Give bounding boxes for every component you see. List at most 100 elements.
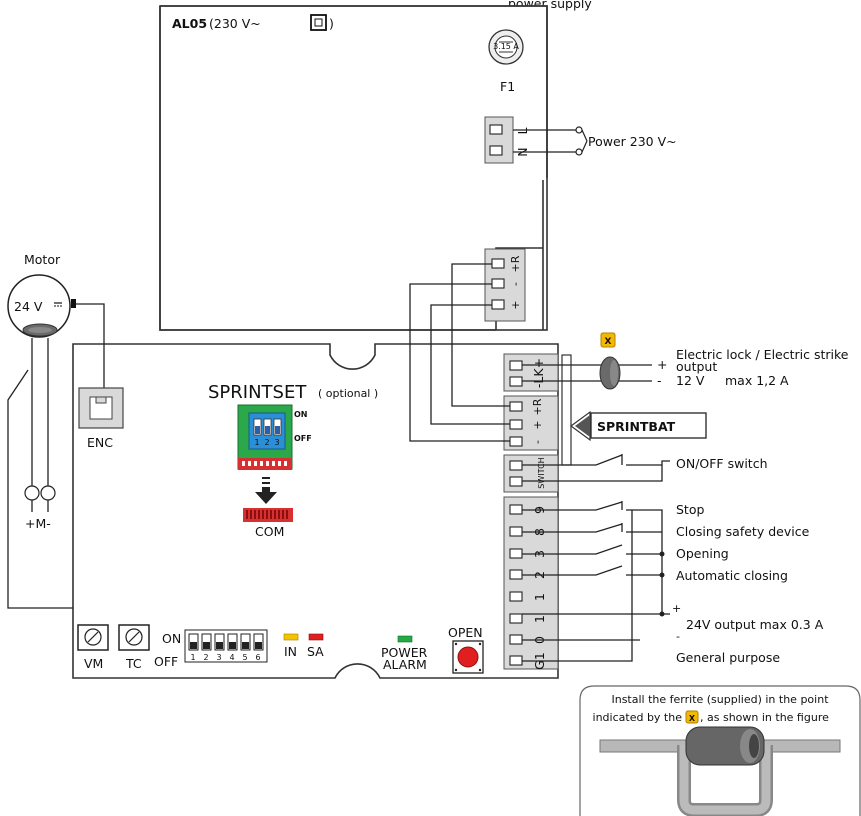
fuse-icon: 3.15 A (488, 29, 524, 65)
input-stop-label: Stop (676, 502, 704, 517)
com-label: COM (255, 524, 284, 539)
terminal-n[interactable] (489, 145, 503, 156)
al05-voltage-close: ) (329, 16, 334, 31)
lk-sq-2[interactable] (509, 376, 523, 387)
input-sq-3[interactable] (509, 548, 523, 559)
led-power-icon (397, 635, 413, 643)
onoff-wires (522, 454, 670, 482)
input-sq-9[interactable] (509, 504, 523, 515)
al05-title: AL05 (172, 16, 207, 31)
dip-num-3: 3 (216, 653, 221, 662)
motor-lead-plus (24, 485, 40, 501)
input-sq-0[interactable] (509, 634, 523, 645)
motor-leads-label: +M- (25, 516, 51, 531)
r-mid-label-3: - (531, 440, 544, 444)
lock-minus: - (657, 373, 662, 388)
input-sq-g1[interactable] (509, 655, 523, 666)
dip-num-6: 6 (255, 653, 260, 662)
sprintset-off: OFF (294, 434, 312, 443)
led-in-icon (283, 633, 299, 641)
open-button[interactable] (452, 640, 484, 674)
output-minus: - (676, 630, 680, 643)
sprintbat-label: SPRINTBAT (597, 419, 676, 434)
led-sa-label: SA (307, 644, 324, 659)
sprintbat-box (590, 412, 707, 439)
al05-board: AL05 (230 V~ ) 3.15 A F1 L N +R - + (159, 5, 548, 331)
input-sq-8[interactable] (509, 526, 523, 537)
r-mid-sq-3[interactable] (509, 436, 523, 447)
sprintbat-bar (561, 354, 572, 466)
fuse-label: F1 (500, 79, 515, 94)
switch-sq-2[interactable] (509, 476, 523, 487)
sprintset-dip-2: 2 (264, 438, 269, 447)
lock-label-1: Electric lock / Electric strike (676, 347, 849, 362)
output-label: 24V output max 0.3 A (686, 617, 824, 632)
terminal-l[interactable] (489, 124, 503, 135)
vm-trimmer-icon[interactable] (77, 624, 109, 651)
motor-voltage: 24 V (14, 299, 43, 314)
top-cut-text: power supply (508, 0, 592, 11)
input-safety-label: Closing safety device (676, 524, 810, 539)
dip-num-2: 2 (203, 653, 208, 662)
switch-label: ON/OFF switch (676, 456, 768, 471)
sprintbat-arrow-fill (575, 415, 590, 437)
r-top-sq-3[interactable] (491, 299, 505, 310)
input-sq-2[interactable] (509, 569, 523, 580)
fuse-rating: 3.15 A (493, 42, 519, 51)
r-mid-sq-1[interactable] (509, 401, 523, 412)
tc-trimmer-icon[interactable] (118, 624, 150, 651)
motor-lead-minus (40, 485, 56, 501)
com-connector-icon (243, 508, 293, 522)
r-top-sq-2[interactable] (491, 278, 505, 289)
input-label-1a: 1 (532, 593, 547, 601)
dip-off-label: OFF (154, 654, 178, 669)
lock-ferrite-marker-text: X (605, 337, 612, 347)
input-wires (522, 501, 670, 662)
lock-label-3-rest: max 1,2 A (725, 373, 789, 388)
switch-sq-1[interactable] (509, 460, 523, 471)
switch-terminal-label: SWITCH (537, 457, 546, 488)
sprintset-dip-1: 1 (254, 438, 259, 447)
lk-label: -LK+ (531, 358, 546, 388)
open-button-label: OPEN (448, 625, 483, 640)
lock-ferrite-marker (600, 332, 616, 348)
double-insulation-inner (314, 18, 323, 27)
sprintset-on: ON (294, 410, 308, 419)
led-power-label: POWER (381, 645, 428, 660)
input-sq-1a[interactable] (509, 591, 523, 602)
insert-arrow-icon (255, 477, 277, 504)
input-opening-label: Opening (676, 546, 729, 561)
sprintset-module: 1 2 3 (237, 404, 293, 470)
r-top-sq-1[interactable] (491, 258, 505, 269)
dip-num-4: 4 (229, 653, 234, 662)
sprintset-title: SPRINTSET (208, 382, 307, 403)
power-terminal-block (484, 116, 514, 164)
lock-label-2: output (676, 359, 717, 374)
power-label: Power 230 V~ (588, 134, 677, 149)
dip-num-1: 1 (190, 653, 195, 662)
output-plus: + (672, 602, 681, 615)
lk-sq-1[interactable] (509, 360, 523, 371)
tc-label: TC (125, 656, 142, 671)
encoder-label: ENC (87, 435, 113, 450)
sprintset-dip-3: 3 (274, 438, 279, 447)
r-mid-label-2: + (531, 420, 544, 429)
dip-switch-bank[interactable] (184, 629, 268, 663)
r-mid-sq-2[interactable] (509, 419, 523, 430)
lock-wires: X (522, 332, 652, 390)
lock-plus: + (657, 357, 667, 372)
r-top-label-2: - (509, 282, 522, 286)
r-top-label-1: +R (509, 255, 522, 272)
input-label-1b: 1 (532, 615, 547, 623)
al05-voltage: (230 V~ (209, 16, 261, 31)
input-sq-1b[interactable] (509, 613, 523, 624)
general-purpose-label: General purpose (676, 650, 780, 665)
r-mid-label-1: +R (531, 398, 544, 415)
ferrite-note-marker (685, 710, 699, 724)
ferrite-note-line1: Install the ferrite (supplied) in the po… (611, 693, 829, 706)
double-insulation-icon (310, 14, 327, 31)
motor-icon (7, 274, 71, 338)
vm-label: VM (84, 656, 103, 671)
